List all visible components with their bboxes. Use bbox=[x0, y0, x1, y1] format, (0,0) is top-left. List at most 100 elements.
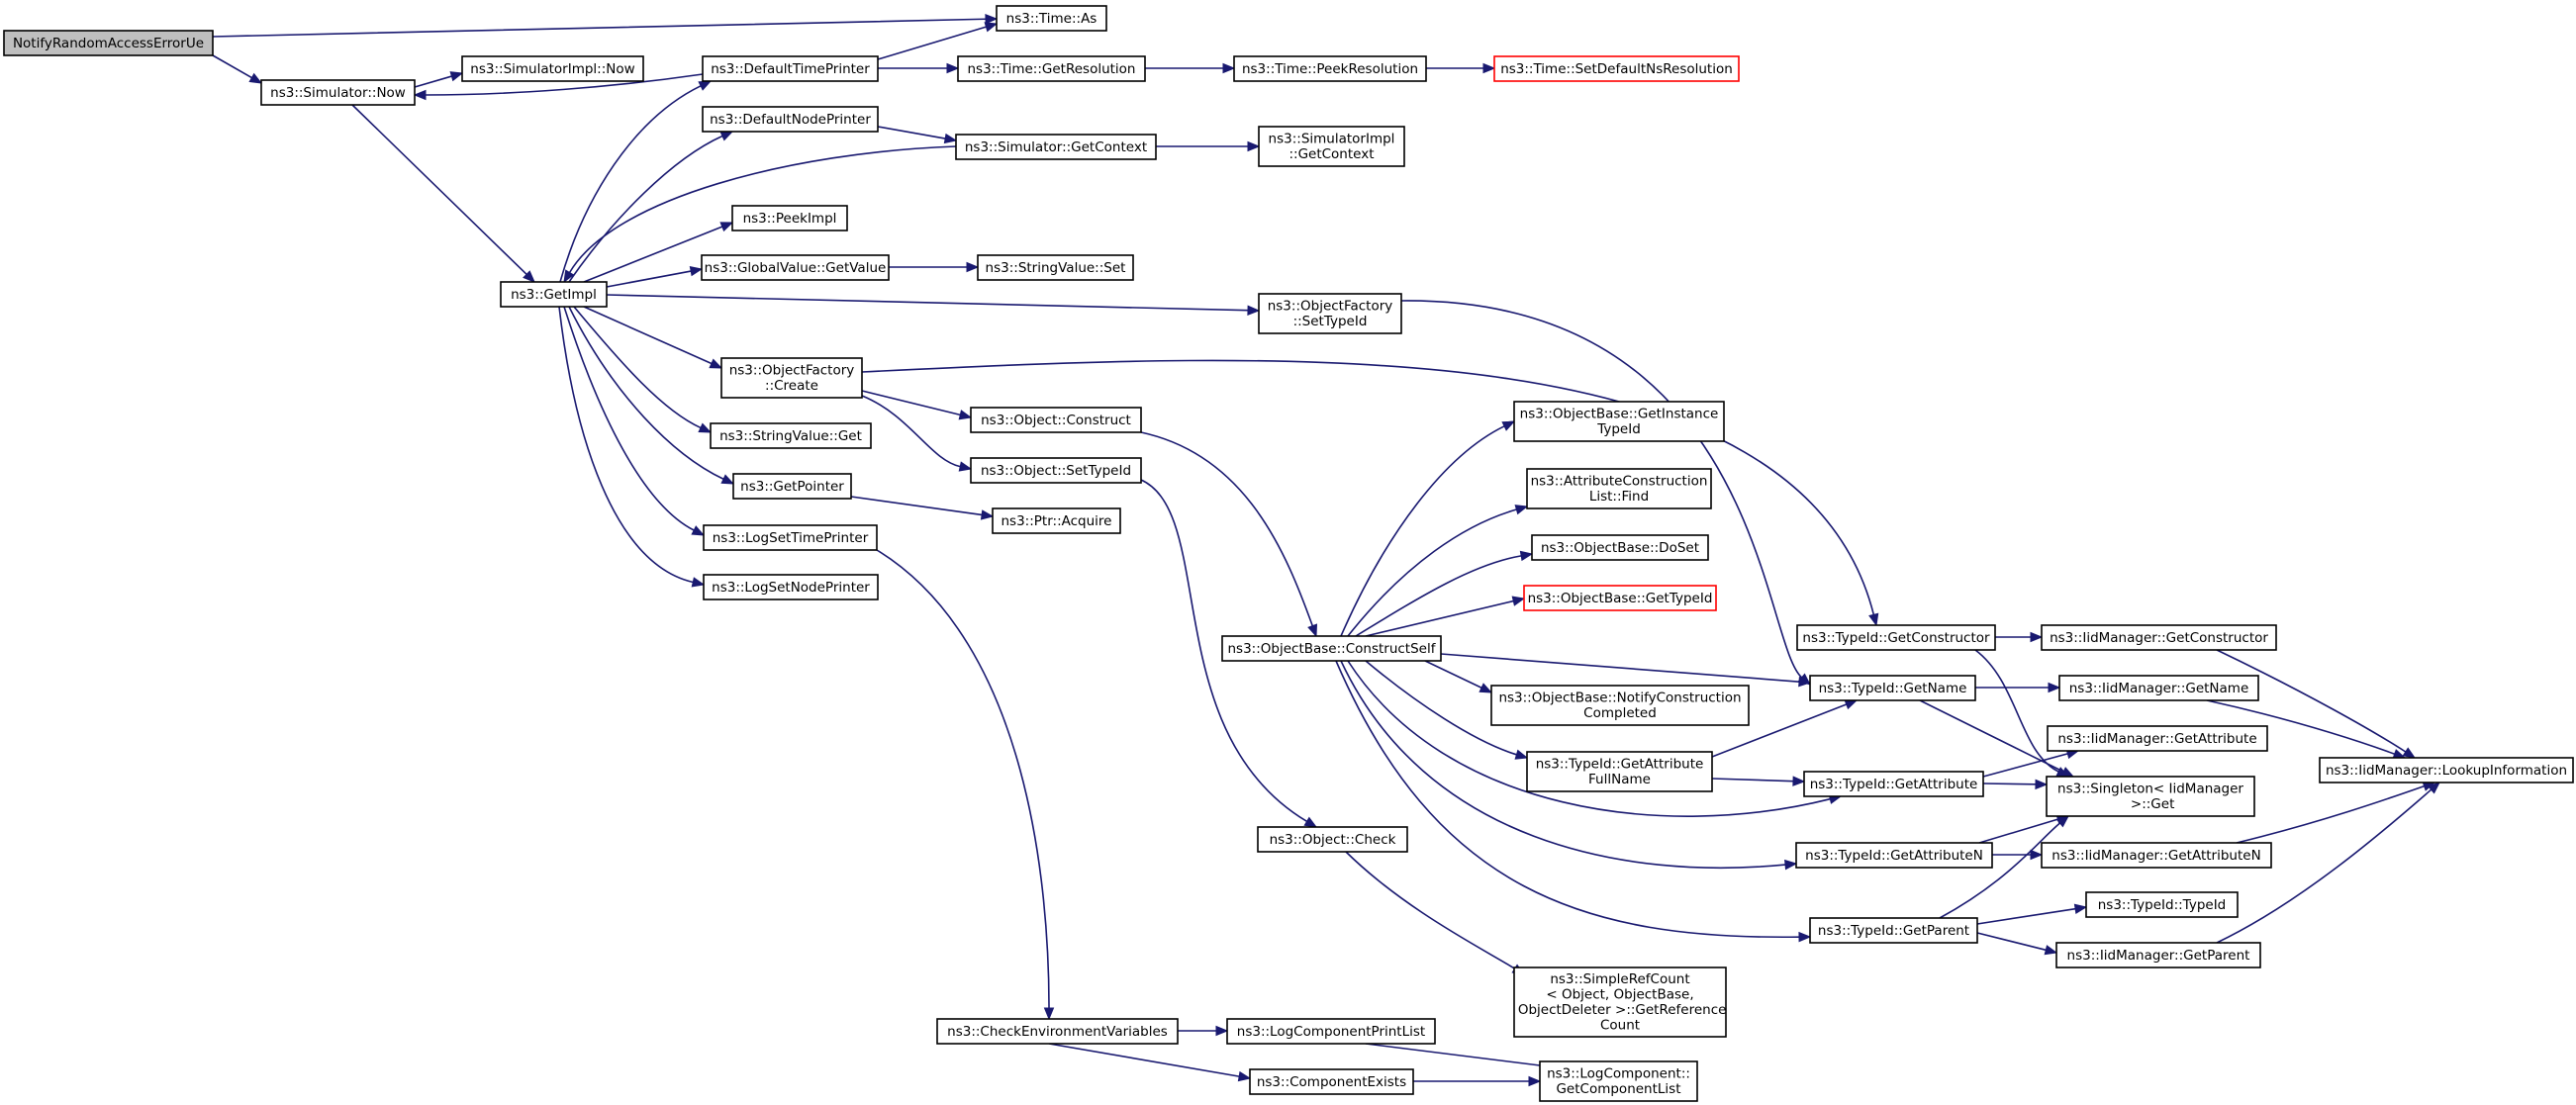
node-simGetCtx[interactable]: ns3::Simulator::GetContext bbox=[955, 134, 1157, 160]
edge-line bbox=[558, 306, 694, 584]
edge-arrowhead bbox=[2073, 903, 2088, 914]
node-tidGetParent[interactable]: ns3::TypeId::GetParent bbox=[1809, 917, 1978, 944]
node-tidGetAttr[interactable]: ns3::TypeId::GetAttribute bbox=[1803, 771, 1984, 797]
node-obConstructSelf[interactable]: ns3::ObjectBase::ConstructSelf bbox=[1221, 635, 1442, 662]
node-timeSetDef[interactable]: ns3::Time::SetDefaultNsResolution bbox=[1493, 55, 1740, 82]
edge-defTimePrinter-to-timeGetRes bbox=[878, 62, 960, 74]
node-timePeekRes[interactable]: ns3::Time::PeekResolution bbox=[1233, 55, 1427, 82]
node-iidLookup[interactable]: ns3::IidManager::LookupInformation bbox=[2319, 757, 2574, 783]
node-label: ns3::GetImpl bbox=[511, 287, 597, 303]
node-label: ns3::Object::Construct bbox=[981, 413, 1131, 428]
node-label: ns3::StringValue::Get bbox=[719, 428, 862, 444]
node-tidGetName[interactable]: ns3::TypeId::GetName bbox=[1809, 675, 1976, 701]
edge-arrowhead bbox=[1479, 683, 1493, 693]
edge-line bbox=[1982, 783, 2037, 785]
node-label: Completed bbox=[1583, 705, 1657, 721]
node-box bbox=[2058, 675, 2259, 701]
node-label: ns3::ObjectFactory bbox=[729, 363, 855, 379]
node-root[interactable]: NotifyRandomAccessErrorUe bbox=[3, 30, 214, 56]
node-tidTypeId[interactable]: ns3::TypeId::TypeId bbox=[2085, 891, 2239, 918]
node-objSetTypeId[interactable]: ns3::Object::SetTypeId bbox=[970, 457, 1142, 484]
edge-arrowhead bbox=[563, 269, 575, 284]
node-getImpl[interactable]: ns3::GetImpl bbox=[500, 281, 608, 308]
node-box bbox=[702, 106, 879, 133]
node-label: ns3::IidManager::GetAttributeN bbox=[2051, 848, 2260, 864]
node-simImplGetCtx[interactable]: ns3::SimulatorImpl::GetContext bbox=[1258, 126, 1405, 167]
node-simImplNow[interactable]: ns3::SimulatorImpl::Now bbox=[461, 55, 644, 82]
node-timeAs[interactable]: ns3::Time::As bbox=[996, 5, 1107, 32]
edge-obConstructSelf-to-tidGetAttr bbox=[1347, 660, 1843, 817]
node-logCompGetList[interactable]: ns3::LogComponent::GetComponentList bbox=[1539, 1060, 1698, 1102]
node-ofCreate[interactable]: ns3::ObjectFactory::Create bbox=[720, 357, 863, 399]
node-box bbox=[710, 422, 872, 449]
node-timeGetRes[interactable]: ns3::Time::GetResolution bbox=[957, 55, 1146, 82]
node-getPointer[interactable]: ns3::GetPointer bbox=[732, 473, 852, 500]
node-label: ::Create bbox=[765, 378, 818, 394]
node-singletonGet[interactable]: ns3::Singleton< IidManager >::Get bbox=[2046, 776, 2255, 817]
node-iidGetParent[interactable]: ns3::IidManager::GetParent bbox=[2055, 942, 2261, 968]
edge-arrowhead bbox=[1514, 749, 1529, 760]
node-defNodePrinter[interactable]: ns3::DefaultNodePrinter bbox=[702, 106, 879, 133]
node-box bbox=[1233, 55, 1427, 82]
edge-arrowhead bbox=[1482, 62, 1496, 74]
edge-checkEnv-to-compExists bbox=[1048, 1043, 1252, 1082]
node-gvGetValue[interactable]: ns3::GlobalValue::GetValue bbox=[701, 254, 890, 281]
node-label: FullName bbox=[1588, 772, 1651, 787]
edge-line bbox=[877, 126, 946, 139]
node-logCompPrint[interactable]: ns3::LogComponentPrintList bbox=[1226, 1018, 1436, 1045]
edge-line bbox=[568, 306, 724, 480]
node-simpleRefCount[interactable]: ns3::SimpleRefCount< Object, ObjectBase,… bbox=[1513, 967, 1727, 1038]
node-label: ns3::GetPointer bbox=[740, 479, 844, 495]
node-label: ns3::ObjectBase::GetInstance bbox=[1520, 407, 1719, 422]
edge-checkEnv-to-logCompPrint bbox=[1177, 1025, 1229, 1037]
node-tidGetCtor[interactable]: ns3::TypeId::GetConstructor bbox=[1796, 624, 1996, 651]
edge-line bbox=[606, 270, 692, 288]
node-label: ns3::GlobalValue::GetValue bbox=[705, 260, 887, 276]
edge-arrowhead bbox=[698, 422, 713, 433]
edge-ofCreate-to-tidGetCtor bbox=[861, 359, 1879, 627]
node-obDoSet[interactable]: ns3::ObjectBase::DoSet bbox=[1531, 534, 1709, 561]
edge-line bbox=[583, 226, 723, 283]
node-iidGetName[interactable]: ns3::IidManager::GetName bbox=[2058, 675, 2259, 701]
edge-obConstructSelf-to-tidGetAttrN bbox=[1340, 660, 1798, 871]
node-svGet[interactable]: ns3::StringValue::Get bbox=[710, 422, 872, 449]
node-box bbox=[1226, 1018, 1436, 1045]
edge-line bbox=[1919, 699, 2064, 773]
node-tidGetAttrN[interactable]: ns3::TypeId::GetAttributeN bbox=[1795, 842, 1993, 869]
edge-line bbox=[1355, 555, 1522, 637]
node-logSetTime[interactable]: ns3::LogSetTimePrinter bbox=[703, 524, 878, 551]
node-iidGetAttr[interactable]: ns3::IidManager::GetAttribute bbox=[2047, 725, 2268, 752]
node-ofSetTypeId[interactable]: ns3::ObjectFactory::SetTypeId bbox=[1258, 293, 1402, 334]
node-iidGetCtor[interactable]: ns3::IidManager::GetConstructor bbox=[2041, 624, 2277, 651]
edge-line bbox=[1711, 778, 1794, 783]
node-defTimePrinter[interactable]: ns3::DefaultTimePrinter bbox=[702, 55, 879, 82]
node-label: ns3::ObjectFactory bbox=[1268, 299, 1393, 315]
node-compExists[interactable]: ns3::ComponentExists bbox=[1249, 1068, 1414, 1095]
node-objCheck[interactable]: ns3::Object::Check bbox=[1257, 826, 1408, 853]
node-ptrAcquire[interactable]: ns3::Ptr::Acquire bbox=[992, 507, 1121, 534]
node-label: ns3::ComponentExists bbox=[1257, 1074, 1406, 1090]
node-objConstruct[interactable]: ns3::Object::Construct bbox=[970, 407, 1142, 433]
edge-tidGetAttrN-to-iidGetAttrN bbox=[1991, 849, 2044, 861]
node-obGetTypeId[interactable]: ns3::ObjectBase::GetTypeId bbox=[1523, 585, 1717, 611]
edge-getImpl-to-svGet bbox=[573, 306, 713, 433]
node-peekImpl[interactable]: ns3::PeekImpl bbox=[731, 205, 848, 231]
call-nodes: NotifyRandomAccessErrorUe ns3::Time::Asns… bbox=[3, 5, 2574, 1102]
node-label: ns3::IidManager::GetParent bbox=[2067, 948, 2250, 964]
edge-getImpl-to-ofSetTypeId bbox=[606, 294, 1261, 316]
node-box bbox=[2041, 624, 2277, 651]
edge-arrowhead bbox=[2427, 782, 2440, 794]
node-label: ns3::ObjectBase::NotifyConstruction bbox=[1498, 691, 1741, 706]
node-label: ns3::IidManager::GetName bbox=[2069, 681, 2249, 696]
node-simNow[interactable]: ns3::Simulator::Now bbox=[260, 79, 416, 106]
node-iidGetAttrN[interactable]: ns3::IidManager::GetAttributeN bbox=[2041, 842, 2272, 869]
node-label: ns3::StringValue::Set bbox=[986, 260, 1126, 276]
node-obNotify[interactable]: ns3::ObjectBase::NotifyConstructionCompl… bbox=[1490, 685, 1750, 726]
node-svSet[interactable]: ns3::StringValue::Set bbox=[977, 254, 1134, 281]
node-checkEnv[interactable]: ns3::CheckEnvironmentVariables bbox=[936, 1018, 1179, 1045]
edge-arrowhead bbox=[1798, 676, 1812, 688]
node-logSetNode[interactable]: ns3::LogSetNodePrinter bbox=[703, 574, 879, 600]
